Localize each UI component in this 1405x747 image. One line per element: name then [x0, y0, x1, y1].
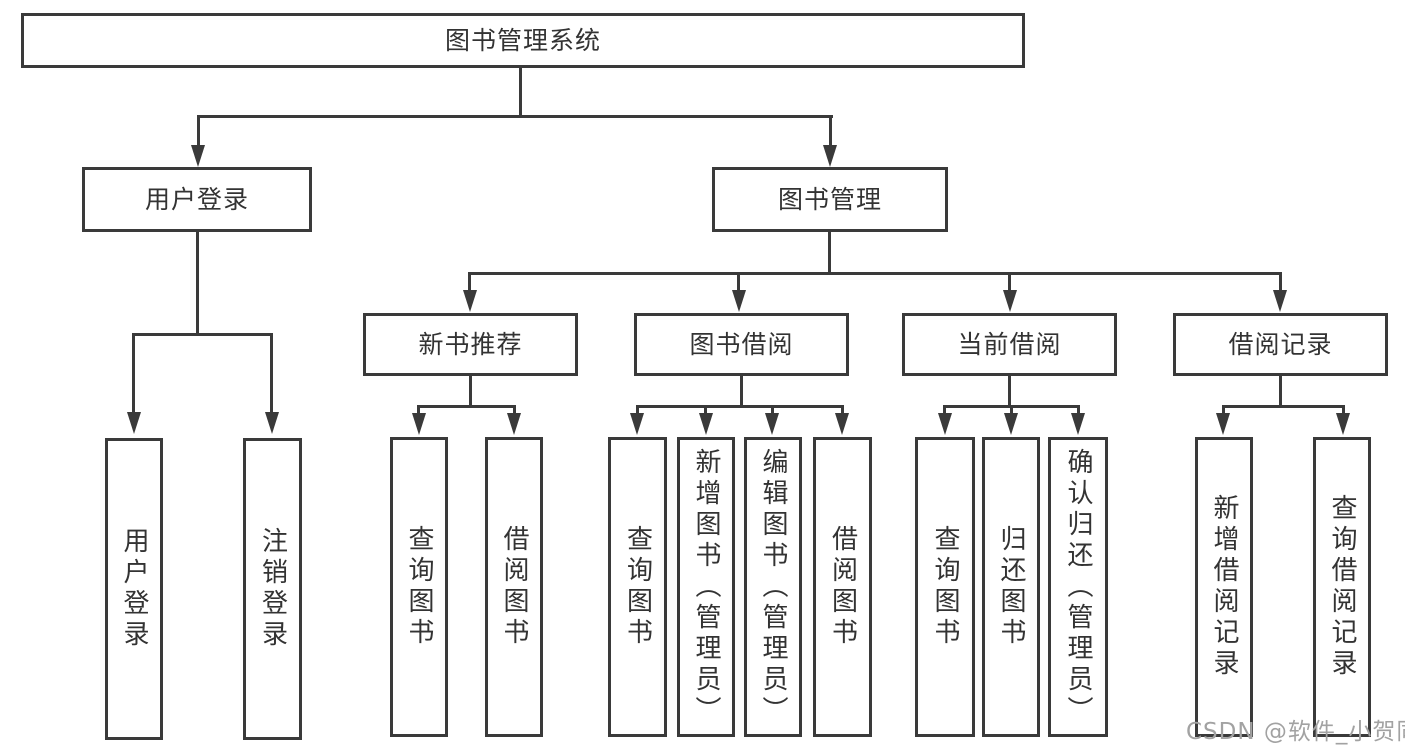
connector-records-stem	[1279, 376, 1282, 408]
leaf-edit-books-admin: 编辑图书（管理员）	[744, 437, 802, 737]
node-borrowing-records: 借阅记录	[1173, 313, 1388, 376]
node-label: 查询图书	[622, 525, 653, 649]
arrowhead-c4	[835, 413, 849, 435]
leaf-user-login: 用户登录	[105, 438, 163, 740]
connector-drop-book-mgmt	[829, 115, 832, 147]
node-label: 用户登录	[119, 527, 149, 651]
node-label: 查询借阅记录	[1327, 494, 1357, 680]
connector-drop-recommend	[468, 272, 471, 292]
connector-drop-d3	[1077, 405, 1080, 415]
arrowhead-borrow	[732, 290, 746, 312]
arrowhead-b1	[412, 413, 426, 435]
connector-drop-b2	[513, 405, 516, 415]
leaf-query-books-borrow: 查询图书	[608, 437, 667, 737]
connector-drop-d2	[1010, 405, 1013, 415]
node-book-borrowing: 图书借阅	[634, 313, 849, 376]
leaf-confirm-return-admin: 确认归还（管理员）	[1048, 437, 1108, 737]
node-new-book-recommendation: 新书推荐	[363, 313, 578, 376]
node-label: 借阅图书	[827, 525, 858, 649]
leaf-borrow-books-recommend: 借阅图书	[485, 437, 543, 737]
leaf-return-books: 归还图书	[982, 437, 1040, 737]
connector-drop-current	[1008, 272, 1011, 292]
connector-borrow-stem	[740, 376, 743, 408]
node-label: 查询图书	[404, 525, 434, 649]
connector-mgmt-stem	[828, 232, 831, 275]
node-label: 图书管理系统	[444, 25, 601, 55]
arrowhead-c1	[630, 413, 644, 435]
arrowhead-b2	[507, 413, 521, 435]
arrowhead-book-mgmt	[823, 145, 837, 167]
connector-drop-c2	[704, 405, 707, 415]
connector-recommend-stem	[469, 376, 472, 408]
connector-root-stem	[519, 68, 522, 117]
node-user-login: 用户登录	[82, 167, 312, 232]
node-label: 用户登录	[144, 184, 249, 214]
connector-drop-records	[1279, 272, 1282, 292]
arrowhead-e1	[1216, 413, 1230, 435]
leaf-add-borrow-record: 新增借阅记录	[1195, 437, 1253, 737]
connector-drop-d1	[943, 405, 946, 415]
node-label: 新增图书（管理员）	[691, 447, 721, 727]
arrowhead-current	[1003, 290, 1017, 312]
connector-drop-c3	[771, 405, 774, 415]
connector-drop-borrow	[737, 272, 740, 292]
connector-drop-leaf-login	[132, 333, 135, 413]
node-label: 图书借阅	[689, 329, 794, 359]
arrowhead-leaf-logout	[265, 412, 279, 434]
connector-drop-c4	[841, 405, 844, 415]
connector-drop-c1	[636, 405, 639, 415]
connector-drop-leaf-logout	[270, 333, 273, 413]
node-label: 当前借阅	[957, 329, 1062, 359]
node-label: 确认归还（管理员）	[1063, 447, 1093, 727]
csdn-watermark: CSDN @软件_小贺同学	[1186, 719, 1405, 745]
node-label: 注销登录	[257, 527, 288, 651]
node-book-management: 图书管理	[712, 167, 948, 232]
leaf-query-borrow-record: 查询借阅记录	[1313, 437, 1371, 737]
leaf-query-books-recommend: 查询图书	[390, 437, 448, 737]
node-label: 归还图书	[996, 525, 1026, 649]
connector-drop-e1	[1222, 405, 1225, 415]
arrowhead-d2	[1004, 413, 1018, 435]
arrowhead-c3	[765, 413, 779, 435]
connector-records-bar	[1222, 405, 1345, 408]
node-label: 新书推荐	[418, 329, 523, 359]
connector-login-bar	[132, 333, 273, 336]
connector-recommend-bar	[417, 405, 516, 408]
arrowhead-d1	[938, 413, 952, 435]
connector-root-bar	[197, 115, 833, 118]
connector-borrow-bar	[636, 405, 844, 408]
node-label: 图书管理	[777, 184, 882, 214]
leaf-logout: 注销登录	[243, 438, 302, 740]
node-label: 借阅图书	[499, 525, 529, 649]
leaf-query-books-current: 查询图书	[915, 437, 975, 737]
arrowhead-d3	[1071, 413, 1085, 435]
arrowhead-leaf-login	[127, 412, 141, 434]
arrowhead-user-login	[191, 145, 205, 167]
leaf-add-books-admin: 新增图书（管理员）	[677, 437, 735, 737]
connector-current-stem	[1008, 376, 1011, 408]
arrowhead-records	[1273, 290, 1287, 312]
node-library-management-system: 图书管理系统	[21, 13, 1025, 68]
connector-drop-user-login	[197, 115, 200, 147]
arrowhead-recommend	[463, 290, 477, 312]
connector-drop-e2	[1342, 405, 1345, 415]
connector-drop-b1	[417, 405, 420, 415]
node-label: 查询图书	[930, 525, 960, 649]
node-label: 新增借阅记录	[1209, 494, 1239, 680]
node-label: 借阅记录	[1228, 329, 1333, 359]
connector-mgmt-bar	[468, 272, 1282, 275]
arrowhead-e2	[1336, 413, 1350, 435]
node-label: 编辑图书（管理员）	[758, 447, 788, 727]
node-current-borrowing: 当前借阅	[902, 313, 1117, 376]
connector-login-stem	[196, 232, 199, 336]
arrowhead-c2	[699, 413, 713, 435]
leaf-borrow-books: 借阅图书	[813, 437, 872, 737]
